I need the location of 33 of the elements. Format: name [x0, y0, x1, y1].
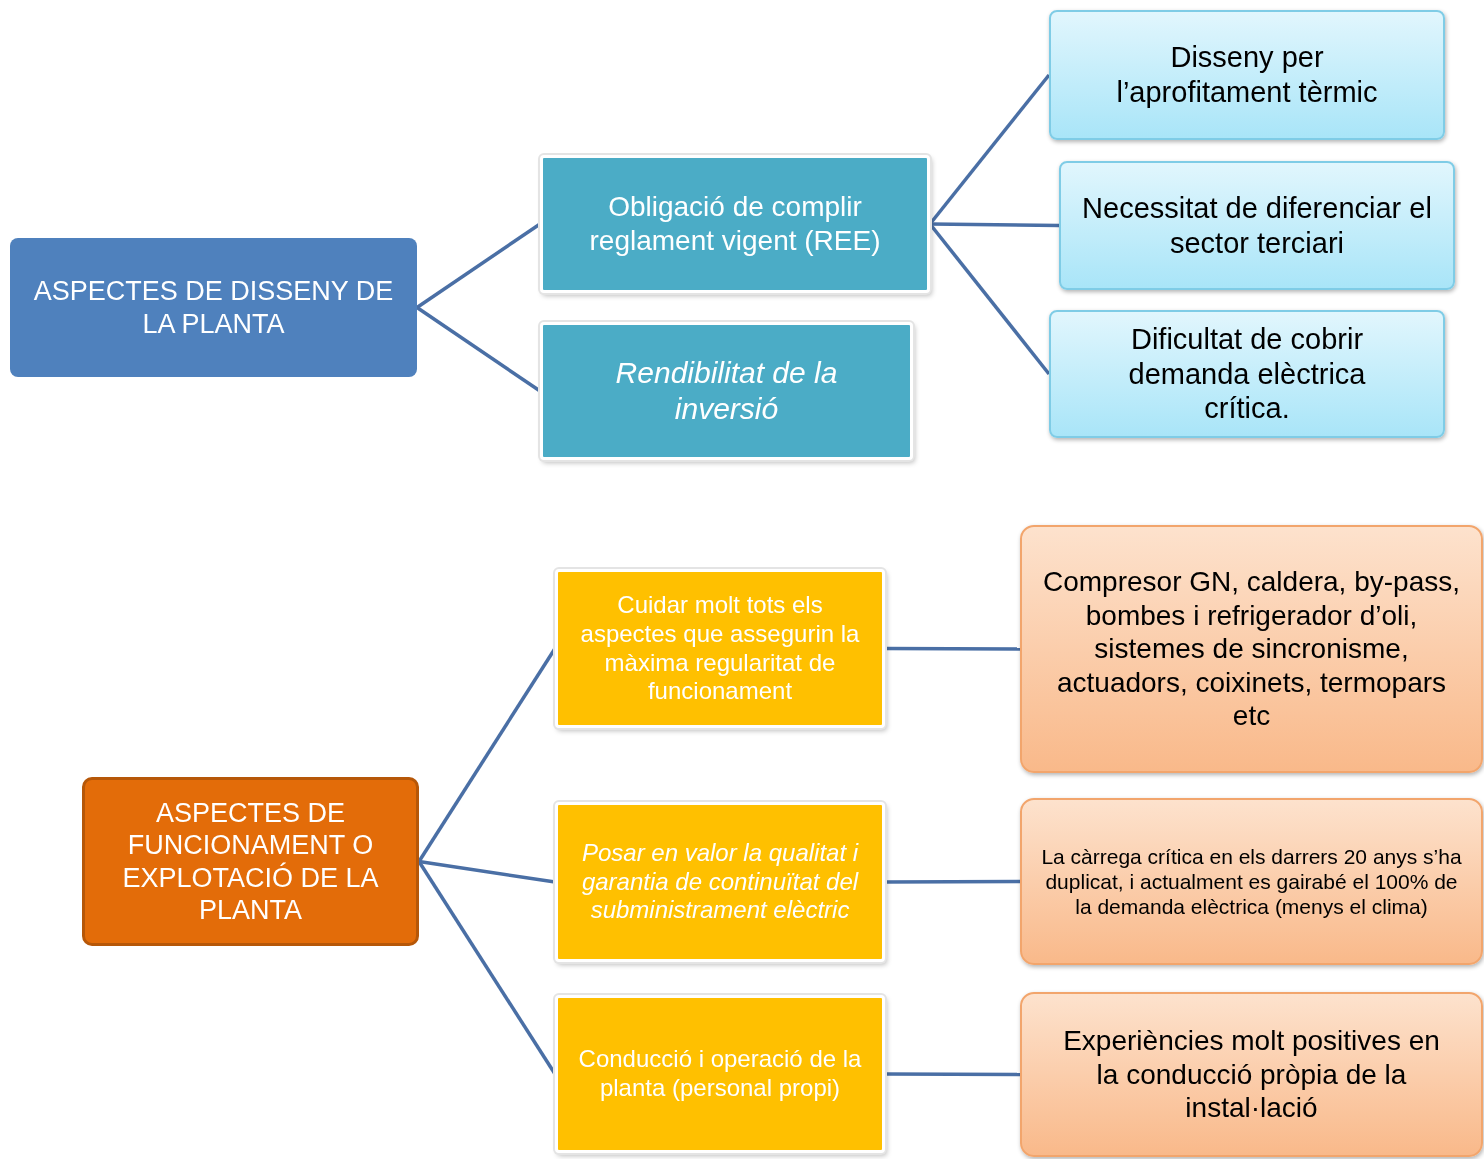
- detail-box: [1020, 525, 1483, 773]
- box-text: Conducció i operació de la planta (personal propi): [577, 1045, 863, 1103]
- box-text: Obligació de complir reglament vigent (REE): [588, 190, 882, 258]
- category-box: [10, 238, 417, 377]
- connector-line: [885, 879, 1020, 884]
- box-text: La càrrega crítica en els darrers 20 anys s’ha duplicat, i actualment es gairabé el 100% de la demanda elèctrica (menys el clima): [1040, 843, 1463, 920]
- detail-box: [1020, 992, 1483, 1157]
- detail-box: [1020, 798, 1483, 965]
- connector-line: [416, 306, 541, 393]
- detail-box: [1059, 161, 1455, 290]
- category-box: [82, 777, 419, 946]
- aspect-box: [555, 802, 885, 962]
- box-text: Rendibilitat de la inversió: [614, 355, 839, 427]
- connector-line: [885, 1072, 1020, 1077]
- connector-line: [416, 222, 541, 309]
- aspect-box: [555, 569, 885, 728]
- aspect-box: [555, 995, 885, 1153]
- box-text: Necessitat de diferenciar el sector terciari: [1081, 190, 1433, 261]
- aspect-box: [540, 155, 930, 293]
- detail-box: [1049, 10, 1445, 140]
- aspect-box: [540, 322, 913, 460]
- box-text: Experiències molt positives en la conducció pròpia de la instal·lació: [1062, 1024, 1441, 1125]
- box-text: ASPECTES DE DISSENY DE LA PLANTA: [32, 275, 395, 340]
- box-text: Compresor GN, caldera, by-pass, bombes i refrigerador d’oli, sistemes de sincronisme, actuadors, coixinets, termopars etc: [1042, 565, 1461, 733]
- box-text: Cuidar molt tots els aspectes que assegurin la màxima regularitat de funcionament: [579, 590, 861, 707]
- box-text: Dificultat de cobrir demanda elèctrica crítica.: [1127, 321, 1367, 427]
- connector-line: [885, 646, 1020, 651]
- box-text: ASPECTES DE FUNCIONAMENT O EXPLOTACIÓ DE LA PLANTA: [121, 796, 380, 927]
- connector-line: [930, 222, 1059, 228]
- box-text: Posar en valor la qualitat i garantia de continuïtat del subministrament elèctric: [580, 838, 860, 926]
- detail-box: [1049, 310, 1445, 438]
- box-text: Disseny per l’aprofitament tèrmic: [1115, 40, 1379, 110]
- connector-line: [418, 859, 556, 884]
